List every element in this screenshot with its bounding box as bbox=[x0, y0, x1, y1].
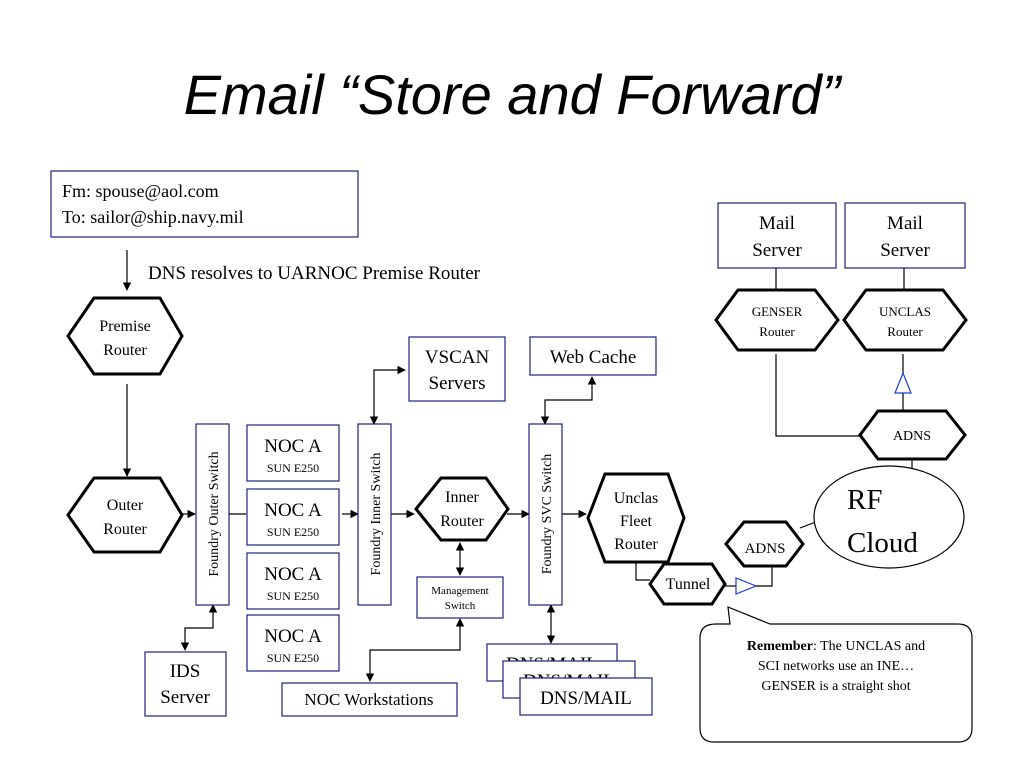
noc-server-3-model: SUN E250 bbox=[267, 589, 319, 603]
dns-mail-3-label: DNS/MAIL bbox=[540, 688, 632, 709]
fleet-to-tunnel-line bbox=[635, 560, 650, 581]
outer-switch-to-ids-arrow bbox=[180, 604, 218, 651]
rf-cloud-line1: RF bbox=[847, 484, 882, 516]
noc-server-1-model: SUN E250 bbox=[267, 461, 319, 475]
foundry-inner-switch-label: Foundry Inner Switch bbox=[369, 453, 384, 576]
adns-lower-label: ADNS bbox=[745, 541, 786, 557]
ine-upper-icon bbox=[894, 371, 912, 394]
vscan-servers-line2: Servers bbox=[429, 373, 486, 394]
mail-server-left: Mail Server bbox=[717, 202, 837, 269]
foundry-outer-switch-label: Foundry Outer Switch bbox=[207, 451, 222, 576]
noc-workstations-label: NOC Workstations bbox=[304, 690, 433, 709]
inner-router-line2: Router bbox=[440, 513, 484, 530]
svc-to-webcache-arrow bbox=[540, 376, 597, 425]
remember-line3: GENSER is a straight shot bbox=[761, 679, 910, 694]
foundry-outer-switch: Foundry Outer Switch bbox=[195, 423, 230, 606]
inner-router-line1: Inner bbox=[445, 489, 479, 506]
web-cache-label: Web Cache bbox=[550, 347, 637, 368]
foundry-svc-switch: Foundry SVC Switch bbox=[528, 423, 563, 606]
remember-line1: Remember: The UNCLAS and bbox=[747, 639, 925, 654]
unclas-fleet-router-line3: Router bbox=[614, 536, 658, 553]
foundry-inner-switch: Foundry Inner Switch bbox=[357, 423, 392, 606]
noc-server-2-model: SUN E250 bbox=[267, 525, 319, 539]
management-switch-line1: Management bbox=[431, 585, 488, 597]
page-title: Email “Store and Forward” bbox=[183, 63, 841, 126]
adns-upper-label: ADNS bbox=[893, 429, 931, 444]
email-to: To: sailor@ship.navy.mil bbox=[62, 207, 244, 227]
tunnel-label: Tunnel bbox=[666, 576, 711, 593]
unclas-router: UNCLAS Router bbox=[842, 288, 968, 352]
outer-router-line2: Router bbox=[103, 521, 147, 538]
management-switch-line2: Switch bbox=[445, 600, 476, 612]
dns-mail-3: DNS/MAIL bbox=[519, 677, 653, 716]
noc-server-1: NOC A SUN E250 bbox=[246, 424, 340, 482]
ids-server-line1: IDS bbox=[170, 661, 201, 682]
mgmt-to-workstations-arrow bbox=[365, 618, 465, 682]
ine-to-adns-line bbox=[756, 563, 773, 587]
noc-server-4-model: SUN E250 bbox=[267, 651, 319, 665]
noc-workstations: NOC Workstations bbox=[281, 682, 458, 717]
genser-router-line2: Router bbox=[759, 324, 795, 339]
mail-server-left-line1: Mail bbox=[759, 213, 795, 234]
unclas-fleet-router-line1: Unclas bbox=[614, 490, 658, 507]
ine-lower-icon bbox=[735, 577, 758, 595]
email-header-box: Fm: spouse@aol.com To: sailor@ship.navy.… bbox=[50, 170, 359, 238]
adns-to-genser-line bbox=[775, 354, 862, 437]
noc-server-4: NOC A SUN E250 bbox=[246, 614, 340, 672]
mail-server-right-line2: Server bbox=[880, 240, 930, 261]
genser-router-line1: GENSER bbox=[752, 304, 803, 319]
ids-server: IDS Server bbox=[144, 651, 227, 717]
remember-bold: Remember bbox=[747, 639, 813, 654]
management-switch: Management Switch bbox=[416, 576, 504, 619]
outer-router-line1: Outer bbox=[107, 497, 144, 514]
noc-server-3-name: NOC A bbox=[264, 564, 322, 585]
mail-server-right-line1: Mail bbox=[887, 213, 923, 234]
noc-server-3: NOC A SUN E250 bbox=[246, 552, 340, 610]
genser-router: GENSER Router bbox=[714, 288, 840, 352]
email-from: Fm: spouse@aol.com bbox=[62, 181, 219, 201]
remember-line1-rest: : The UNCLAS and bbox=[813, 639, 925, 654]
unclas-fleet-router-line2: Fleet bbox=[620, 513, 653, 530]
premise-router: Premise Router bbox=[66, 296, 184, 376]
unclas-router-line2: Router bbox=[887, 324, 923, 339]
noc-server-2-name: NOC A bbox=[264, 500, 322, 521]
remember-line2: SCI networks use an INE… bbox=[758, 659, 914, 674]
noc-server-4-name: NOC A bbox=[264, 626, 322, 647]
mail-server-right: Mail Server bbox=[844, 202, 966, 269]
adns-upper: ADNS bbox=[858, 409, 967, 461]
vscan-servers-line1: VSCAN bbox=[425, 347, 490, 368]
dns-note: DNS resolves to UARNOC Premise Router bbox=[148, 263, 481, 284]
premise-router-line2: Router bbox=[103, 342, 147, 359]
web-cache: Web Cache bbox=[529, 336, 657, 376]
rf-cloud-line2: Cloud bbox=[847, 527, 918, 559]
tunnel: Tunnel bbox=[648, 562, 727, 606]
ids-server-line2: Server bbox=[160, 687, 210, 708]
mail-server-left-line2: Server bbox=[752, 240, 802, 261]
noc-server-2: NOC A SUN E250 bbox=[246, 488, 340, 546]
unclas-fleet-router: Unclas Fleet Router bbox=[586, 472, 686, 564]
foundry-svc-switch-label: Foundry SVC Switch bbox=[540, 454, 555, 575]
inner-router: Inner Router bbox=[414, 476, 510, 542]
rf-cloud: RF Cloud bbox=[813, 465, 965, 569]
noc-server-1-name: NOC A bbox=[264, 436, 322, 457]
inner-switch-to-vscan-arrow bbox=[369, 365, 406, 425]
premise-router-line1: Premise bbox=[99, 318, 151, 335]
adns-lower: ADNS bbox=[724, 520, 805, 568]
unclas-router-line1: UNCLAS bbox=[879, 304, 931, 319]
outer-router: Outer Router bbox=[66, 476, 184, 554]
vscan-servers: VSCAN Servers bbox=[408, 336, 506, 402]
remember-callout: Remember: The UNCLAS and SCI networks us… bbox=[699, 606, 973, 743]
